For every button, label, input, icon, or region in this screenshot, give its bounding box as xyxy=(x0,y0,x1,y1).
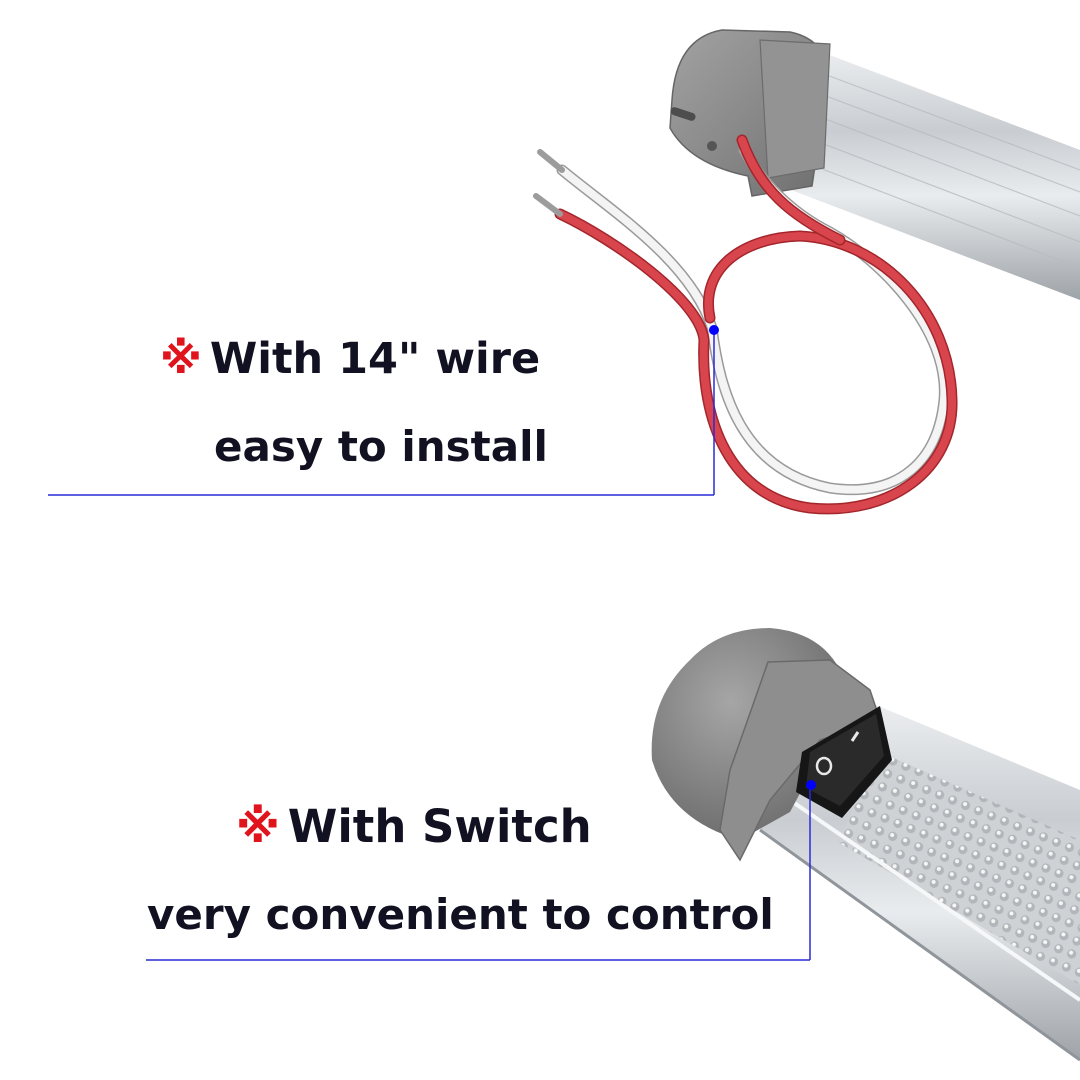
feature-2-title: ※With Switch xyxy=(236,800,592,853)
callout-line-1 xyxy=(48,325,719,496)
mounting-slot xyxy=(670,107,696,121)
feature-2-title-text: With Switch xyxy=(287,800,592,853)
rocker-switch xyxy=(796,706,892,818)
top-light-bar xyxy=(669,29,1080,300)
wire-pair xyxy=(533,134,958,515)
callout-dot-2 xyxy=(806,780,816,790)
switch-on-symbol xyxy=(850,731,860,742)
callout-line-2 xyxy=(146,780,816,961)
reference-mark: ※ xyxy=(236,800,280,853)
wire-tip xyxy=(533,193,563,217)
switch-off-symbol xyxy=(815,756,833,776)
wire-tip xyxy=(537,149,565,173)
bottom-light-bar xyxy=(651,628,1080,1062)
callout-dot-1 xyxy=(709,325,719,335)
feature-1-title: ※With 14" wire xyxy=(160,334,540,384)
reference-mark: ※ xyxy=(160,334,202,384)
feature-1-title-text: With 14" wire xyxy=(209,334,541,384)
feature-2-subtitle: very convenient to control xyxy=(147,890,774,939)
feature-1-subtitle: easy to install xyxy=(214,422,548,471)
aluminum-tube xyxy=(770,40,1080,300)
led-panel xyxy=(838,752,1080,985)
